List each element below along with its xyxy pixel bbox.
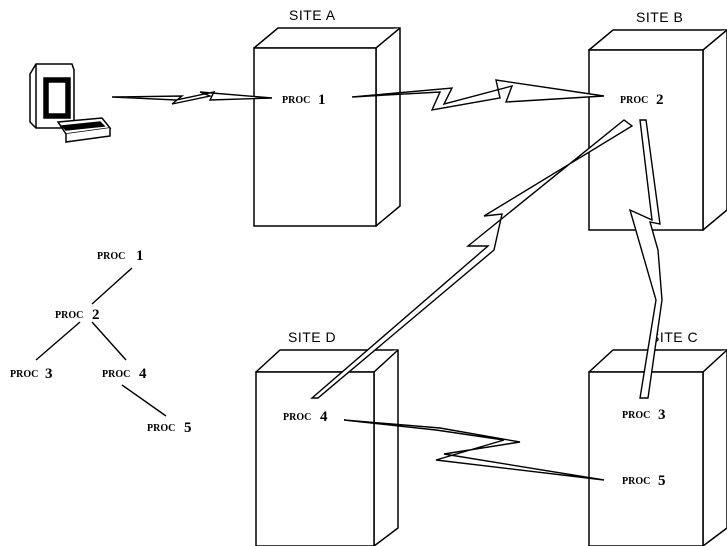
proc-2-label: PROC 2 xyxy=(620,92,664,108)
site-a-box xyxy=(254,28,400,226)
tree-node-proc-1: PROC 1 xyxy=(97,248,144,264)
tree-node-proc-2: PROC 2 xyxy=(55,307,100,323)
process-tree: PROC 1 PROC 2 PROC 3 PROC 4 PROC 5 xyxy=(10,248,192,436)
site-b-box xyxy=(589,30,727,230)
proc-4-label: PROC 4 xyxy=(283,409,328,425)
svg-text:PROC: PROC xyxy=(147,423,175,434)
link-terminal-proc1 xyxy=(112,92,272,104)
tree-node-proc-3: PROC 3 xyxy=(10,366,53,382)
svg-text:PROC: PROC xyxy=(102,369,130,380)
svg-text:PROC: PROC xyxy=(622,410,650,421)
site-c-box xyxy=(589,350,727,546)
svg-text:1: 1 xyxy=(136,248,144,264)
svg-text:PROC: PROC xyxy=(10,369,38,380)
svg-text:4: 4 xyxy=(320,409,328,425)
site-b-label: SITE B xyxy=(636,9,683,25)
svg-text:PROC: PROC xyxy=(97,251,125,262)
svg-text:3: 3 xyxy=(45,366,53,382)
svg-text:3: 3 xyxy=(658,407,666,423)
svg-text:5: 5 xyxy=(658,473,666,489)
svg-text:PROC: PROC xyxy=(620,95,648,106)
site-d-label: SITE D xyxy=(288,329,336,345)
tree-edge-2-4 xyxy=(92,322,126,360)
svg-text:PROC: PROC xyxy=(283,412,311,423)
svg-text:1: 1 xyxy=(318,92,326,108)
computer-terminal-icon xyxy=(30,64,110,142)
tree-node-proc-5: PROC 5 xyxy=(147,420,192,436)
svg-text:4: 4 xyxy=(139,366,147,382)
proc-3-label: PROC 3 xyxy=(622,407,666,423)
tree-edge-1-2 xyxy=(92,268,132,304)
svg-text:PROC: PROC xyxy=(282,95,310,106)
svg-text:2: 2 xyxy=(656,92,664,108)
proc-5-label: PROC 5 xyxy=(622,473,666,489)
svg-text:2: 2 xyxy=(92,307,100,323)
site-d-box xyxy=(256,350,398,546)
svg-text:PROC: PROC xyxy=(622,476,650,487)
svg-text:5: 5 xyxy=(184,420,192,436)
site-a-label: SITE A xyxy=(289,7,336,23)
tree-edge-2-3 xyxy=(36,322,80,360)
tree-edge-4-5 xyxy=(122,385,166,416)
svg-text:PROC: PROC xyxy=(55,310,83,321)
proc-1-label: PROC 1 xyxy=(282,92,326,108)
tree-node-proc-4: PROC 4 xyxy=(102,366,147,382)
